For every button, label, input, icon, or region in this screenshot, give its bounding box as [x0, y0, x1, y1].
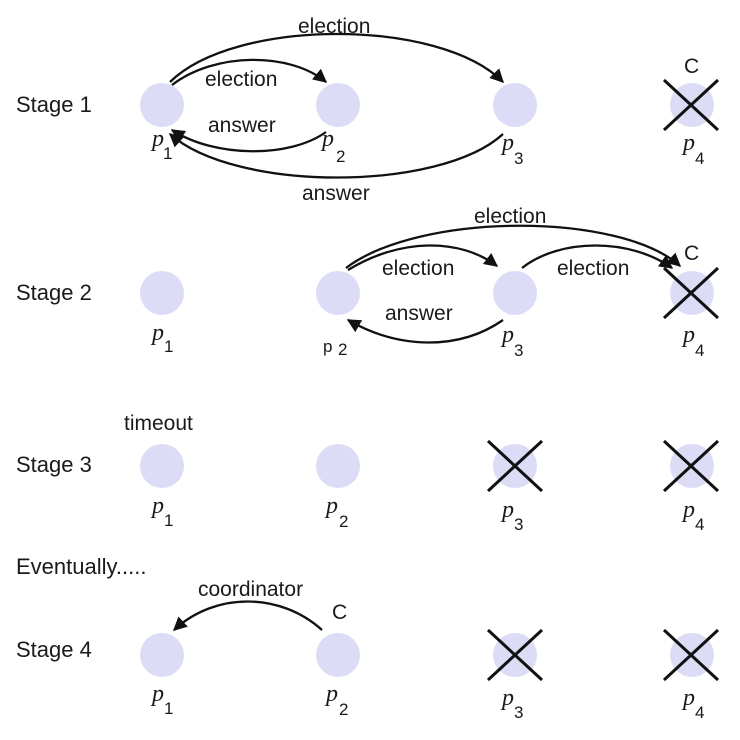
process-node-p2 — [316, 633, 360, 677]
stage-3: Stage 3 timeout p 1 p 2 p 3 p 4 — [16, 412, 720, 534]
crashed-mark-p4 — [662, 78, 720, 132]
process-node-p2 — [316, 83, 360, 127]
process-index-p4: 4 — [695, 515, 704, 534]
message-label-answer: answer — [302, 182, 370, 205]
process-label-p4: p — [681, 497, 695, 523]
answer-arrow-p3-p2 — [346, 319, 504, 344]
process-label-p3: p — [500, 322, 514, 348]
process-index-p2: 2 — [339, 512, 348, 531]
process-index-p1: 1 — [164, 699, 173, 718]
crashed-mark-p4 — [662, 628, 720, 682]
stage-3-label: Stage 3 — [16, 452, 92, 477]
election-arrow-p1-p2 — [171, 58, 328, 86]
eventually-label: Eventually..... — [16, 554, 146, 579]
message-label-timeout: timeout — [124, 412, 193, 435]
election-arrow-p2-p4 — [345, 224, 682, 269]
process-node-p1 — [140, 83, 184, 127]
process-node-p1 — [140, 444, 184, 488]
process-label-p3: p — [500, 497, 514, 523]
process-node-p3 — [493, 83, 537, 127]
process-label-p2: p — [324, 681, 338, 707]
coordinator-mark: C — [332, 601, 347, 624]
process-index-p3: 3 — [514, 515, 523, 534]
process-label-p3: p — [500, 130, 514, 156]
process-index-p2: 2 — [339, 700, 348, 719]
crashed-mark-p3 — [486, 439, 544, 493]
process-label-p2: p — [323, 337, 332, 356]
message-label-answer: answer — [208, 114, 276, 137]
process-index-p2: 2 — [338, 340, 347, 359]
election-arrow-p2-p3 — [347, 244, 499, 271]
coordinator-arrow-p2-p1 — [172, 600, 323, 631]
message-label-election: election — [382, 257, 454, 280]
process-label-p2: p — [320, 126, 334, 152]
process-label-p2: p — [324, 493, 338, 519]
process-label-p1: p — [150, 320, 164, 346]
process-label-p3: p — [500, 685, 514, 711]
process-node-p1 — [140, 271, 184, 315]
process-index-p2: 2 — [336, 147, 345, 166]
coordinator-mark: C — [684, 242, 699, 265]
coordinator-mark: C — [684, 55, 699, 78]
message-label-election: election — [205, 68, 277, 91]
stage-4-label: Stage 4 — [16, 637, 92, 662]
process-node-p2 — [316, 271, 360, 315]
stage-2: Stage 2 C election election election ans… — [16, 205, 720, 360]
process-label-p1: p — [150, 681, 164, 707]
process-node-p3 — [493, 271, 537, 315]
process-label-p4: p — [681, 685, 695, 711]
process-index-p4: 4 — [695, 149, 704, 168]
election-arrow-p3-p4 — [521, 244, 674, 269]
stage-1-label: Stage 1 — [16, 92, 92, 117]
crashed-mark-p4 — [662, 266, 720, 320]
process-node-p1 — [140, 633, 184, 677]
stage-2-label: Stage 2 — [16, 280, 92, 305]
process-label-p1: p — [150, 493, 164, 519]
stage-1: Stage 1 C election election answer answe… — [16, 15, 720, 205]
process-index-p1: 1 — [164, 511, 173, 530]
message-label-coordinator: coordinator — [198, 578, 303, 601]
process-label-p4: p — [681, 322, 695, 348]
process-index-p4: 4 — [695, 341, 704, 360]
process-node-p2 — [316, 444, 360, 488]
crashed-mark-p4 — [662, 439, 720, 493]
process-index-p3: 3 — [514, 149, 523, 168]
message-label-answer: answer — [385, 302, 453, 325]
stage-4: Stage 4 C coordinator p 1 p 2 p 3 p 4 — [16, 578, 720, 722]
process-label-p1: p — [150, 126, 164, 152]
process-label-p4: p — [681, 130, 695, 156]
answer-arrow-p2-p1 — [170, 129, 327, 153]
crashed-mark-p3 — [486, 628, 544, 682]
process-index-p3: 3 — [514, 341, 523, 360]
process-index-p1: 1 — [163, 144, 172, 163]
message-label-election: election — [557, 257, 629, 280]
answer-arrow-p3-p1 — [168, 133, 504, 179]
message-label-election: election — [474, 205, 546, 228]
message-label-election: election — [298, 15, 370, 38]
process-index-p4: 4 — [695, 703, 704, 722]
election-arrow-p1-p3 — [169, 32, 504, 83]
process-index-p1: 1 — [164, 337, 173, 356]
process-index-p3: 3 — [514, 703, 523, 722]
